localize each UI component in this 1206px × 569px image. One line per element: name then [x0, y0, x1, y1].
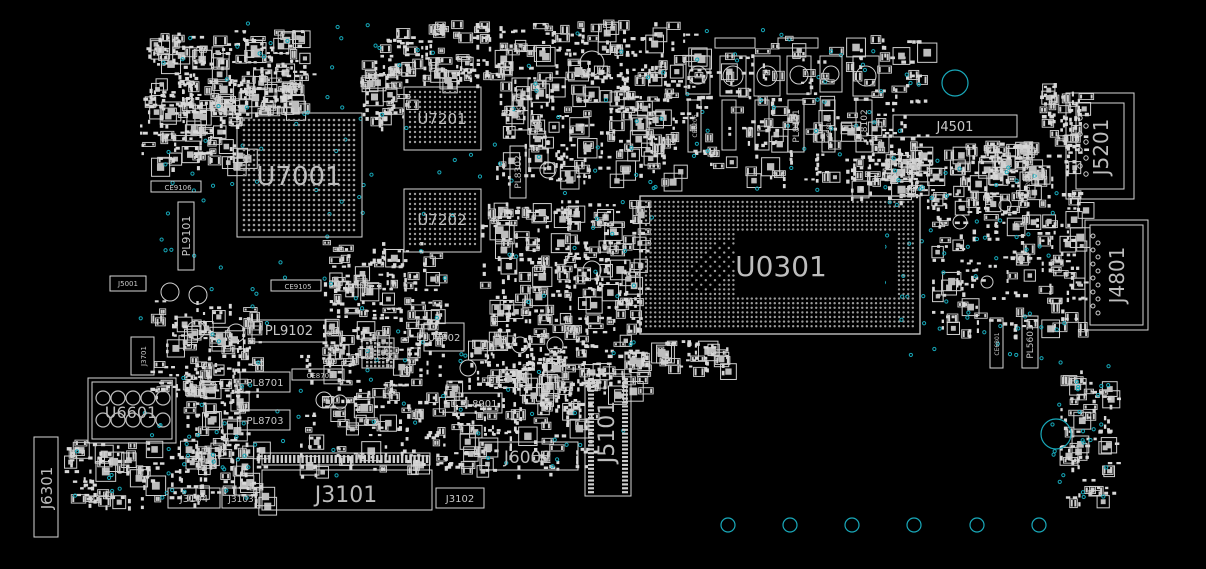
- inductor-pl9102[interactable]: PL9102: [251, 319, 327, 343]
- connector-j3103[interactable]: J3103: [221, 487, 261, 509]
- label-pl8701: PL8701: [246, 378, 283, 389]
- chip-u0301[interactable]: U0301: [639, 195, 921, 335]
- label-j5201: J5201: [1089, 119, 1113, 178]
- label-pl8302: PL8302: [514, 155, 524, 188]
- inductor-pl5601[interactable]: PL5601: [1021, 315, 1039, 369]
- label-j3102: J3102: [445, 494, 474, 505]
- label-u2802: U2802: [428, 333, 461, 344]
- capacitor-ce8703[interactable]: CE8703: [291, 368, 345, 381]
- label-u6601: U6601: [105, 403, 157, 422]
- label-ce8703: CE8703: [306, 372, 333, 380]
- inductor-pl8101[interactable]: PL8101: [787, 99, 805, 153]
- label-u0301: U0301: [735, 250, 827, 283]
- label-pl8102: PL8102: [860, 109, 870, 142]
- capacitor-ce8104[interactable]: CE8104: [821, 99, 836, 153]
- label-ce6801: CE6801: [994, 332, 1001, 355]
- inductor-pl9101[interactable]: PL9101: [177, 201, 195, 271]
- label-pl8703: PL8703: [246, 416, 283, 427]
- label-ce8206: CE8206: [692, 114, 699, 137]
- connector-j3701[interactable]: J3701: [130, 336, 155, 376]
- label-j3104: J3104: [179, 494, 208, 505]
- inductor-pl9301[interactable]: PL9301: [511, 77, 529, 131]
- capacitor-ce9105[interactable]: CE9105: [270, 279, 322, 292]
- label-ce9106: CE9106: [164, 184, 192, 192]
- label-j3103: J3103: [227, 495, 254, 505]
- capacitor-cans: [685, 37, 880, 151]
- connector-j5001[interactable]: J5001: [109, 275, 147, 292]
- label-pl9102: PL9102: [265, 324, 313, 339]
- connector-j6301[interactable]: J6301: [33, 436, 59, 538]
- label-u5201: U5201: [1025, 175, 1032, 195]
- label-j5101: J5101: [595, 401, 620, 465]
- chip-u2802[interactable]: U2802: [423, 322, 465, 352]
- label-u7201: U7201: [417, 110, 466, 128]
- chip-u7001[interactable]: U7001: [236, 112, 363, 238]
- capacitor-ce9106[interactable]: CE9106: [150, 180, 202, 193]
- connector-j5101[interactable]: J5101: [584, 373, 632, 497]
- label-pl9101: PL9101: [180, 216, 193, 257]
- connector-j4501[interactable]: J4501: [892, 114, 1018, 138]
- connector-j6002[interactable]: J6002: [479, 441, 579, 471]
- label-j4801: J4801: [1105, 247, 1129, 306]
- chip-qfn-small[interactable]: [361, 337, 395, 369]
- inductor-pl8701[interactable]: PL8701: [239, 371, 291, 393]
- label-j3101: J3101: [313, 483, 377, 508]
- connector-j3101-pins: [261, 452, 431, 466]
- label-pl5601: PL5601: [1026, 325, 1036, 358]
- inductor-pl8302[interactable]: PL8302: [509, 145, 527, 199]
- label-u7202: U7202: [417, 211, 466, 229]
- label-pl8901: PL8901: [460, 399, 497, 410]
- inductor-pl8901[interactable]: PL8901: [455, 392, 503, 414]
- label-u7001: U7001: [256, 162, 341, 192]
- label-pl8101: PL8101: [792, 109, 802, 142]
- capacitor-ce8206[interactable]: CE8206: [687, 99, 702, 153]
- connector-j3101[interactable]: J3101: [261, 469, 433, 511]
- smd-components: [64, 19, 1121, 516]
- label-j6301: J6301: [38, 467, 56, 511]
- connector-j5201[interactable]: J5201: [1065, 92, 1135, 200]
- connector-j4801[interactable]: J4801: [1084, 219, 1149, 331]
- mounting-holes: [720, 69, 1072, 533]
- connector-j3104[interactable]: J3104: [167, 487, 221, 509]
- label-j4501: J4501: [936, 120, 974, 135]
- chip-u5201[interactable]: U5201: [1019, 171, 1036, 199]
- label-j3701: J3701: [140, 346, 148, 367]
- inductor-pl8102[interactable]: PL8102: [855, 99, 873, 153]
- inductor-pl8703[interactable]: PL8703: [239, 409, 291, 431]
- label-ce9105: CE9105: [284, 283, 311, 291]
- label-j5001: J5001: [117, 280, 138, 288]
- connector-j3102[interactable]: J3102: [435, 487, 485, 509]
- chip-u6601[interactable]: U6601: [87, 377, 177, 444]
- label-j6002: J6002: [503, 448, 552, 468]
- label-pl9301: PL9301: [516, 87, 526, 120]
- capacitor-ce6801[interactable]: CE6801: [989, 317, 1004, 369]
- chip-u7202[interactable]: U7202: [403, 188, 482, 253]
- chip-u7201[interactable]: U7201: [403, 86, 482, 151]
- via-holes: [72, 21, 1111, 500]
- label-ce8104: CE8104: [826, 114, 833, 137]
